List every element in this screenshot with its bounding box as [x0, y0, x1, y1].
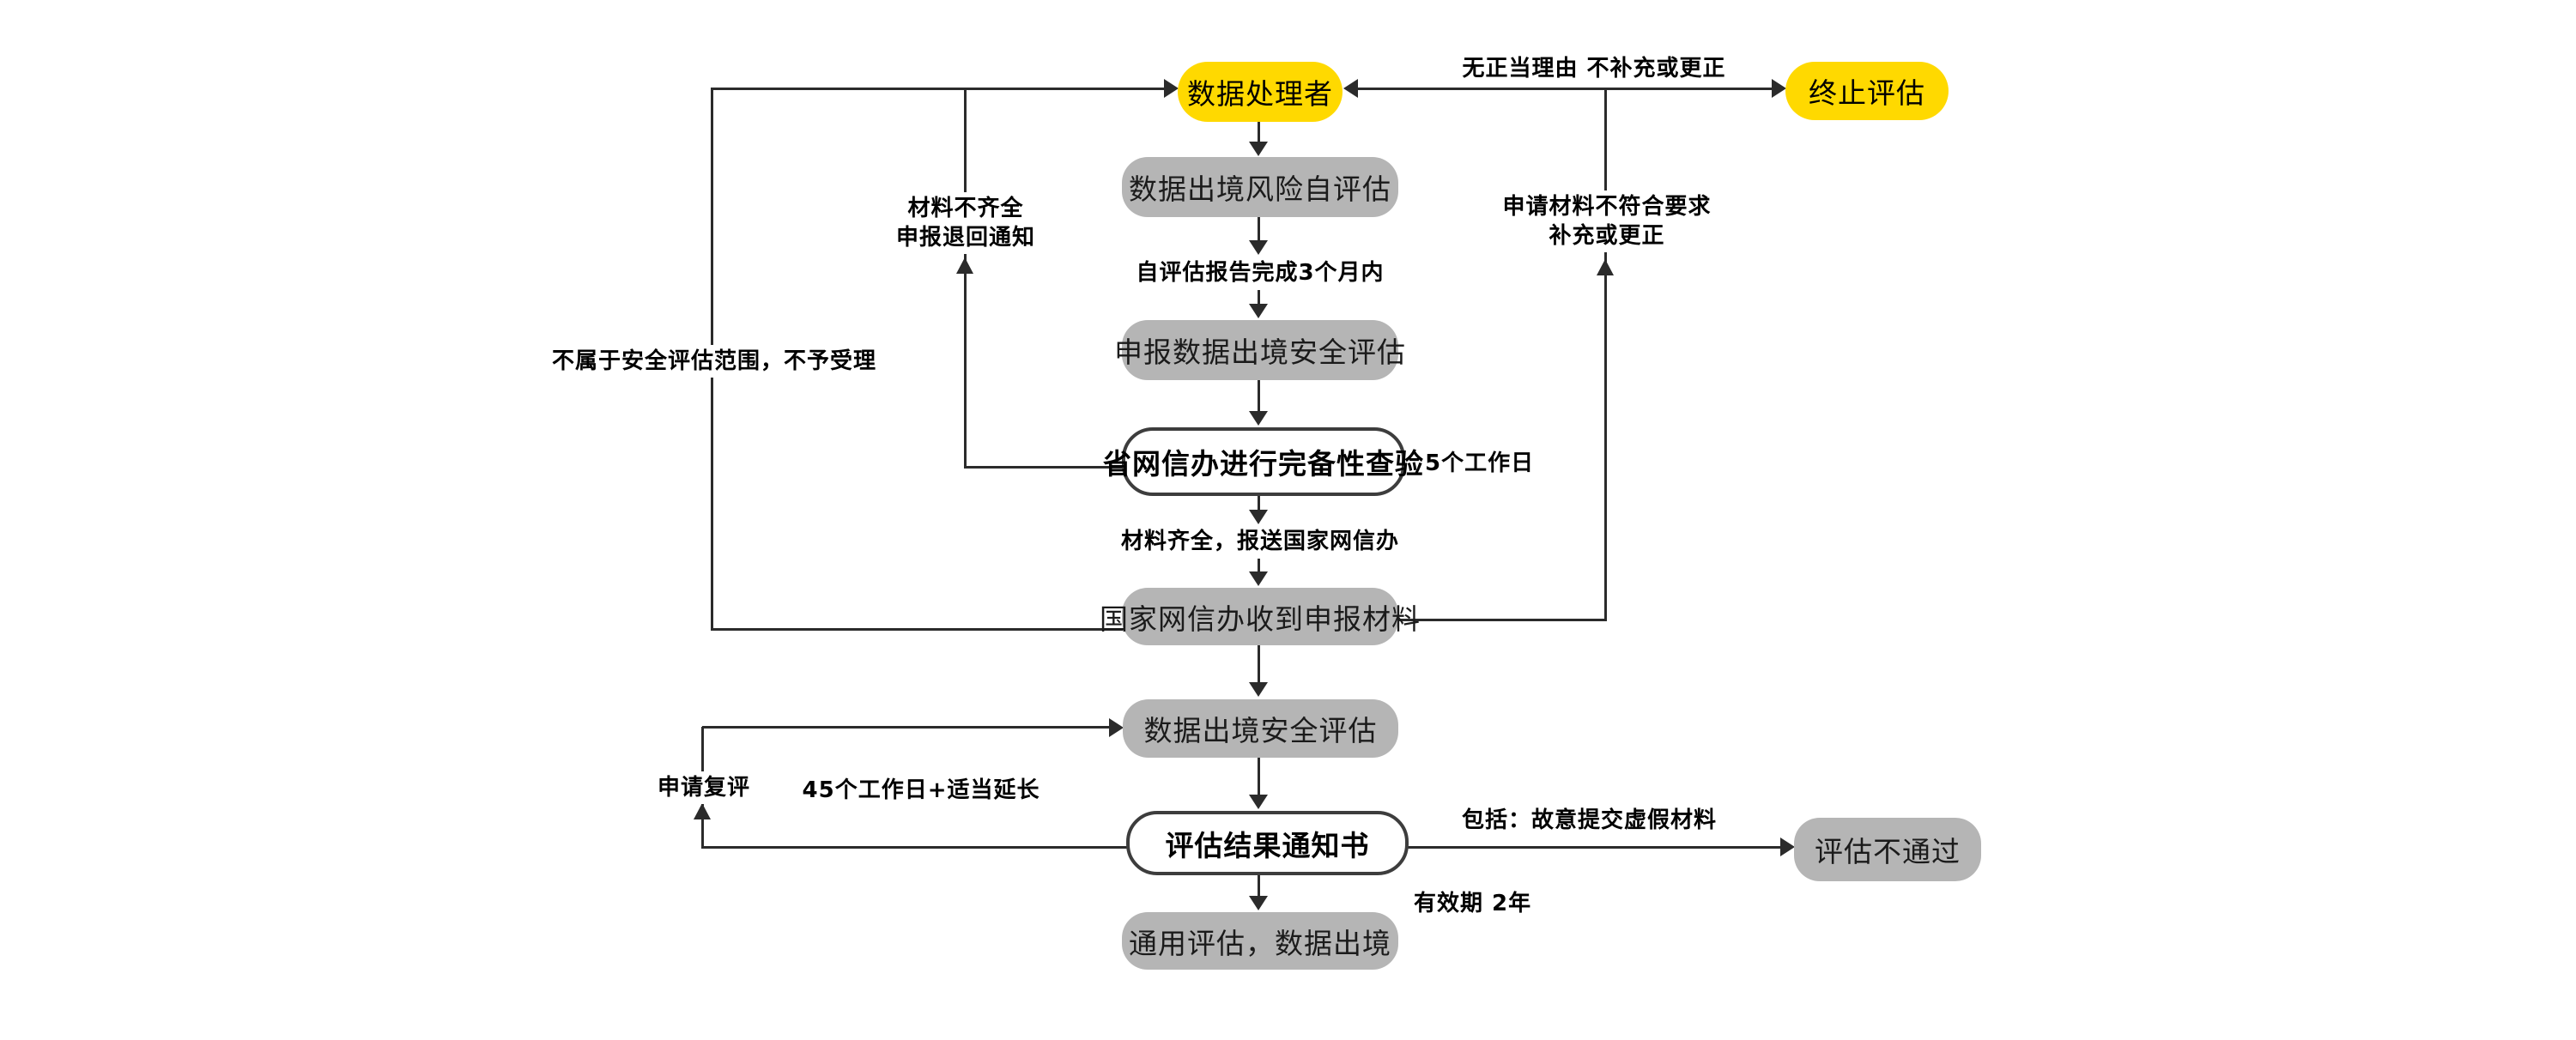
node-security-assessment: 数据出境安全评估 [1123, 699, 1398, 758]
flow-arrowhead [1249, 240, 1268, 255]
edge-reassess-bottom [702, 846, 1127, 849]
flow-arrowhead [1249, 896, 1268, 910]
flow-arrowhead [1249, 304, 1268, 318]
label-five-working-days: 5个工作日 [1425, 450, 1535, 476]
flow-arrow-shaft [1258, 380, 1260, 412]
flow-arrow-shaft [1258, 868, 1260, 897]
flow-arrow-shaft [1258, 217, 1260, 241]
edge-fail-line [1402, 846, 1781, 849]
label-validity-period: 有效期 2年 [1414, 891, 1532, 916]
label-nonconforming-line1: 申请材料不符合要求 [1502, 194, 1712, 220]
flow-arrowhead [1249, 142, 1268, 156]
flow-arrow-shaft [1258, 645, 1260, 683]
flow-arrowhead [1249, 682, 1268, 697]
flow-arrowhead [1249, 411, 1268, 426]
flow-arrow-shaft [1258, 559, 1260, 572]
label-includes-false-materials: 包括：故意提交虚假材料 [1462, 807, 1718, 833]
edge-top-left-line [712, 88, 1165, 90]
node-terminate-assessment: 终止评估 [1785, 62, 1949, 120]
node-data-processor: 数据处理者 [1178, 62, 1343, 122]
edge-not-in-scope-bottom [711, 628, 1123, 631]
flow-arrow-shaft [1258, 122, 1260, 142]
node-result-notice: 评估结果通知书 [1126, 811, 1409, 875]
node-general-pass-export: 通用评估，数据出境 [1122, 912, 1398, 970]
label-not-in-scope: 不属于安全评估范围，不予受理 [544, 345, 884, 378]
edge-incomplete-bottom [964, 466, 1123, 469]
label-forty-five-days: 45个工作日+适当延长 [802, 777, 1040, 803]
arrowhead-reassess-up [694, 803, 711, 819]
flow-arrowhead [1249, 571, 1268, 586]
label-nonconforming-materials: 申请材料不符合要求 补充或更正 [1495, 190, 1718, 252]
label-reassessment: 申请复评 [650, 771, 758, 804]
node-self-risk-assessment: 数据出境风险自评估 [1122, 157, 1398, 217]
flow-arrow-shaft [1258, 489, 1260, 511]
edge-reassess-top [702, 726, 1110, 729]
edge-nonconforming-vertical [1604, 88, 1607, 621]
node-national-received-materials: 国家网信办收到申报材料 [1100, 588, 1420, 645]
label-nonconforming-line2: 补充或更正 [1549, 223, 1665, 249]
label-materials-incomplete-line1: 材料不齐全 [907, 196, 1024, 221]
arrowhead-into-terminate [1772, 79, 1786, 98]
label-materials-incomplete-line2: 申报退回通知 [895, 225, 1036, 251]
edge-incomplete-vertical [964, 88, 967, 468]
arrowhead-incomplete-up [956, 257, 973, 274]
arrowhead-into-data-processor [1164, 79, 1179, 98]
node-assessment-failed: 评估不通过 [1794, 818, 1981, 881]
flow-arrow-shaft [1258, 758, 1260, 795]
flow-arrow-shaft [1258, 290, 1260, 305]
node-provincial-completeness-check: 省网信办进行完备性查验 [1103, 427, 1423, 496]
node-declare-assessment: 申报数据出境安全评估 [1114, 320, 1405, 380]
flow-arrowhead [1249, 795, 1268, 809]
label-no-valid-reason: 无正当理由 不补充或更正 [1462, 56, 1726, 82]
label-materials-complete: 材料齐全，报送国家网信办 [1120, 529, 1400, 554]
flow-arrowhead [1249, 510, 1268, 524]
arrowhead-into-security-assessment [1109, 718, 1124, 737]
arrowhead-into-fail [1780, 837, 1795, 856]
label-materials-incomplete: 材料不齐全 申报退回通知 [888, 192, 1043, 254]
arrowhead-into-data-processor-right [1343, 79, 1358, 98]
edge-top-right-line [1357, 88, 1773, 90]
label-self-report-deadline: 自评估报告完成3个月内 [1136, 260, 1385, 286]
edge-nonconforming-bottom [1398, 619, 1607, 621]
arrowhead-nonconforming-up [1597, 259, 1614, 275]
